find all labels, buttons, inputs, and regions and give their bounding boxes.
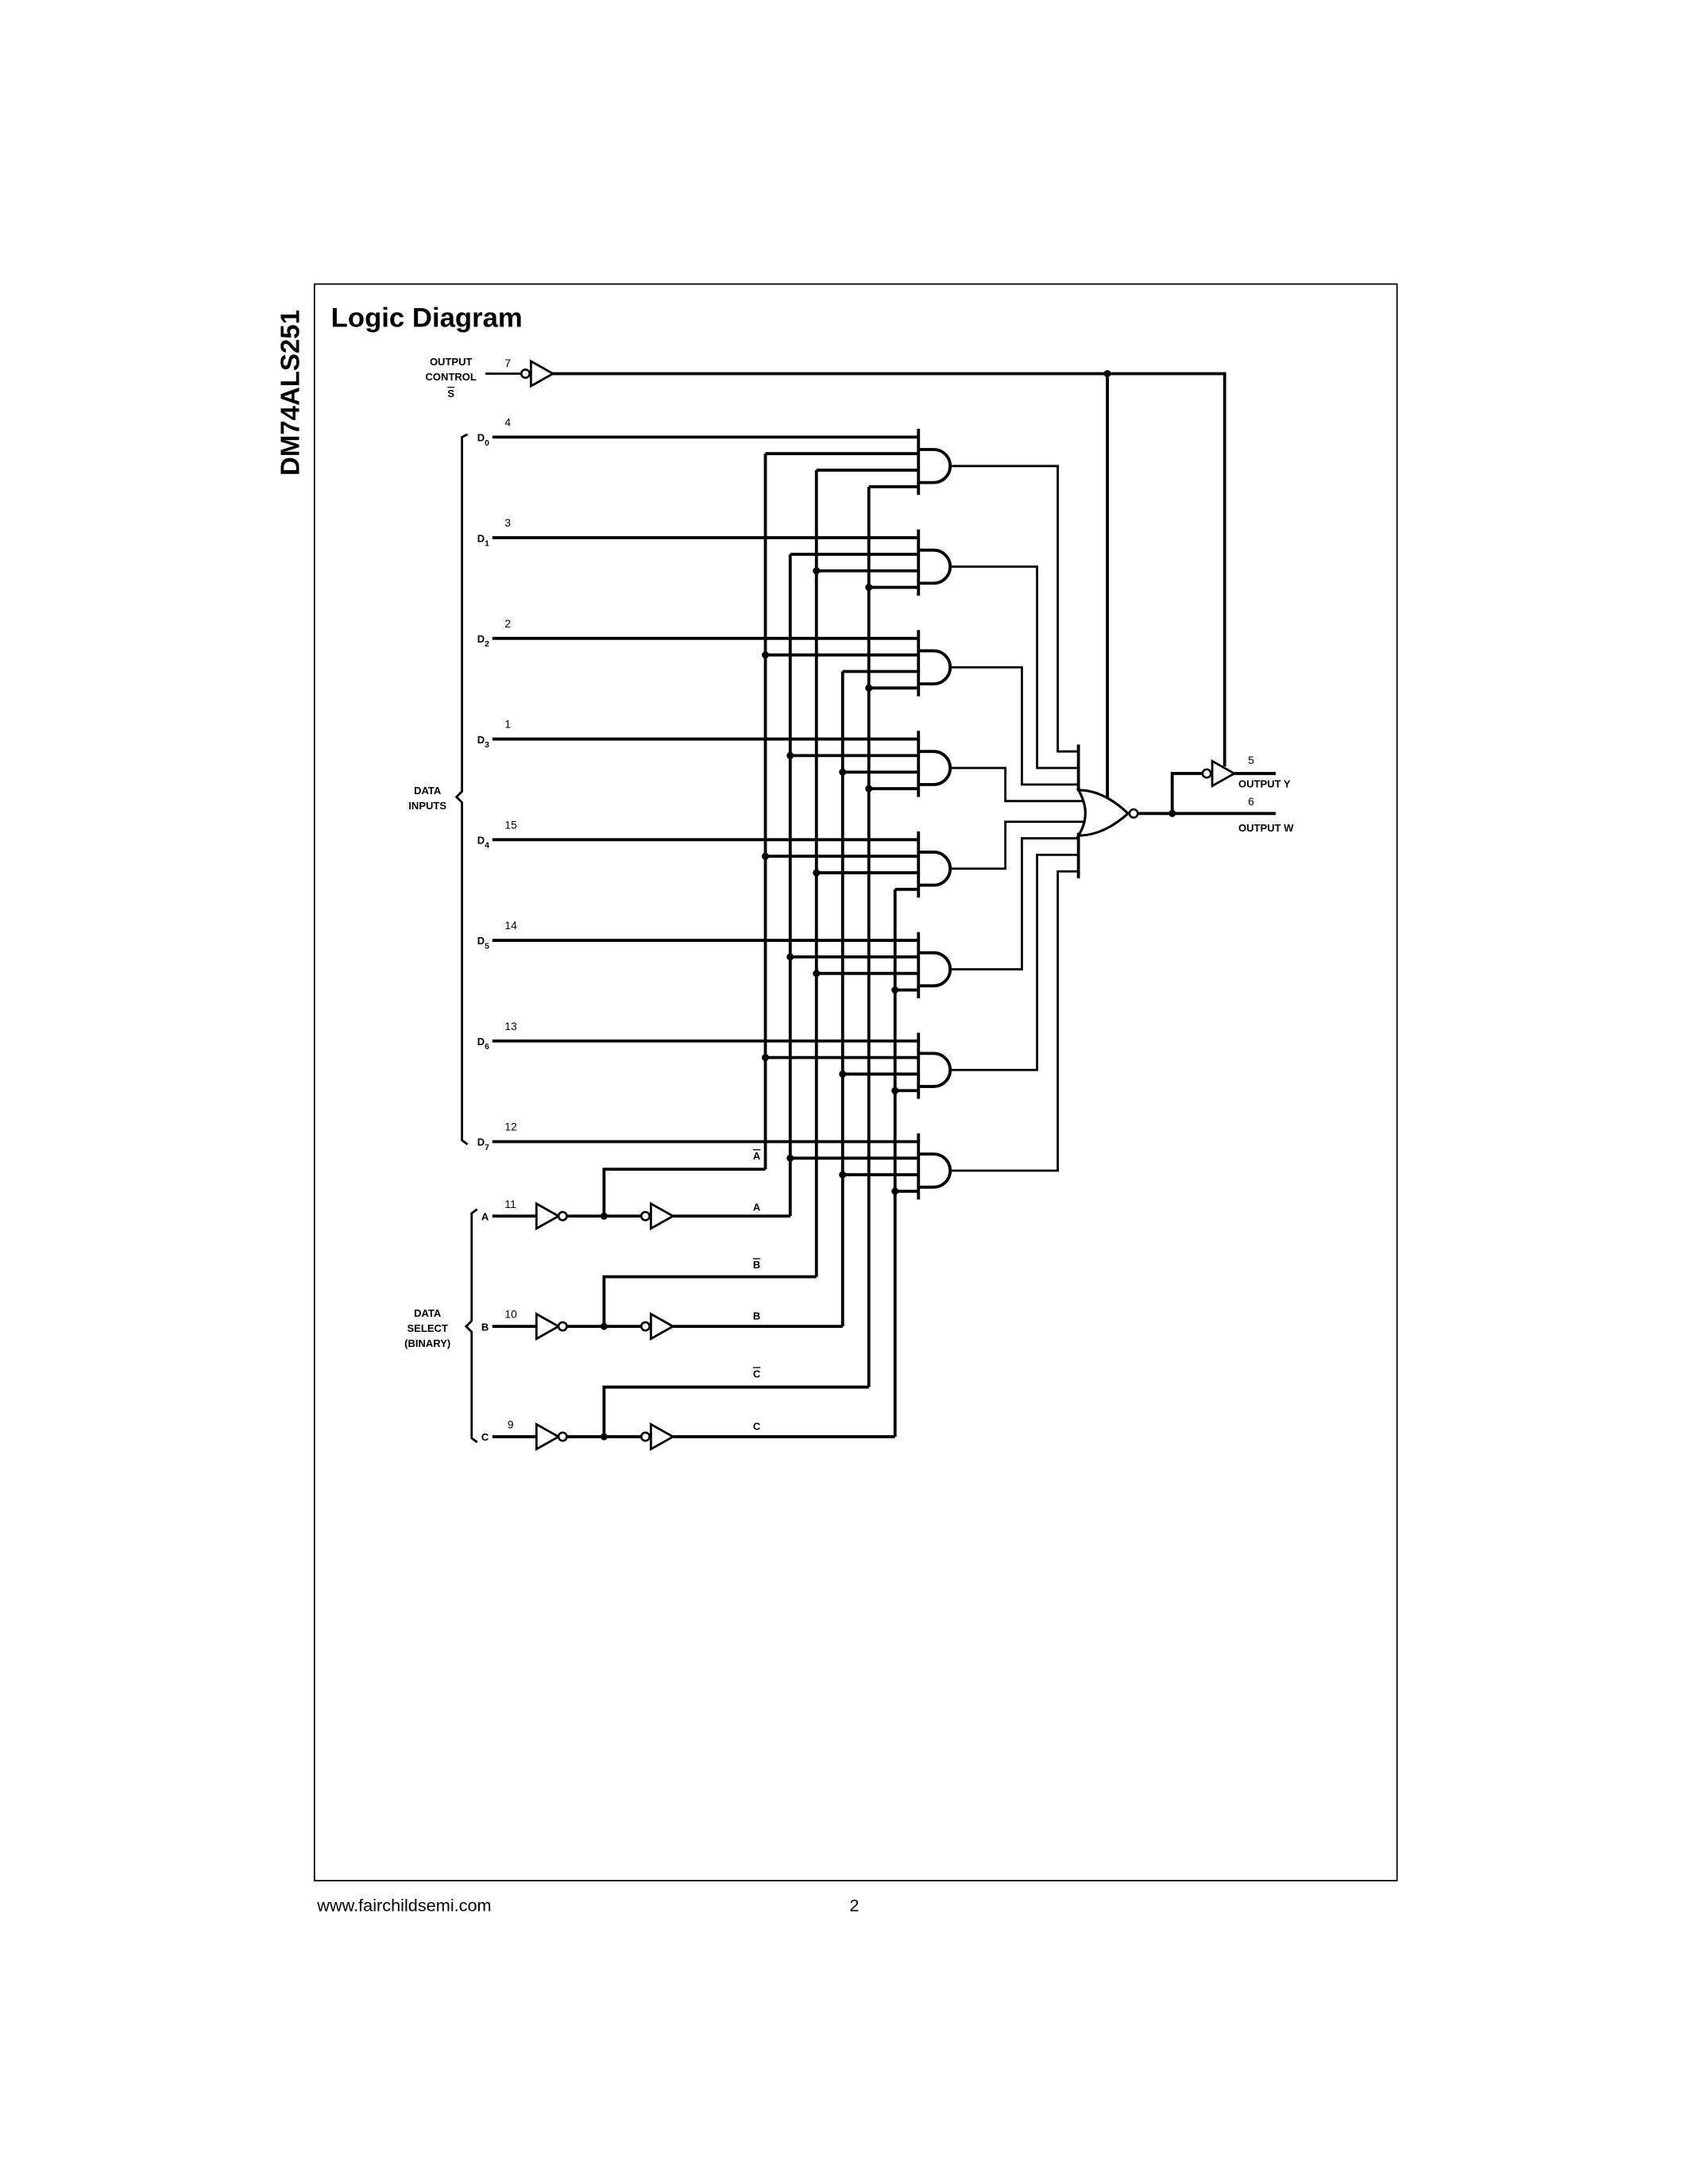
data-select-label-1: DATA — [414, 1307, 442, 1319]
and-output-4 — [950, 820, 1090, 870]
and-output-1 — [950, 565, 1079, 770]
select-a-name: A — [481, 1210, 489, 1222]
inversion-bubble — [1201, 768, 1212, 779]
signal-c-label: C — [753, 1420, 761, 1432]
output-control-label-2: CONTROL — [426, 371, 477, 383]
pin-5: 5 — [1248, 754, 1254, 766]
output-y-feed — [1170, 772, 1203, 814]
data-input-label-d7: D7 — [477, 1136, 489, 1152]
buffer-A — [650, 1202, 676, 1231]
buffer-C — [650, 1422, 676, 1452]
and-gate-2 — [918, 649, 952, 686]
and-gate-1 — [918, 548, 952, 585]
pin-11: 11 — [504, 1198, 516, 1210]
junction-dot — [1103, 369, 1111, 377]
section-title: Logic Diagram — [331, 303, 523, 333]
and-gate-3 — [918, 750, 952, 786]
buffer-B — [650, 1312, 676, 1341]
inversion-bubble — [557, 1431, 568, 1442]
and-output-0 — [950, 465, 1079, 753]
data-input-label-d5: D5 — [477, 935, 489, 951]
and-output-5 — [950, 837, 1079, 970]
nor-gate — [1076, 789, 1130, 837]
pin-14: 14 — [504, 919, 517, 932]
pin-1: 1 — [504, 718, 511, 731]
data-input-label-d6: D6 — [477, 1036, 489, 1051]
data-inputs-label-1: DATA — [414, 785, 442, 797]
data-input-label-d4: D4 — [477, 834, 489, 850]
output-control-label-1: OUTPUT — [430, 356, 473, 368]
inversion-bubble — [557, 1321, 568, 1332]
and-gate-6 — [918, 1051, 952, 1088]
diagram-frame — [313, 283, 1398, 1881]
select-line-C-bar — [602, 1385, 869, 1437]
select-line-B-bar — [602, 1275, 817, 1327]
select-c-name: C — [481, 1431, 489, 1443]
select-b-name: B — [481, 1321, 489, 1333]
pin-10: 10 — [504, 1308, 517, 1321]
data-select-label-2: SELECT — [408, 1322, 448, 1334]
inverter-C — [535, 1422, 561, 1452]
and-gate-0 — [918, 448, 952, 484]
pin-9: 9 — [508, 1418, 514, 1431]
data-input-label-d0: D0 — [477, 432, 489, 448]
page-number: 2 — [849, 1895, 859, 1915]
pin-13: 13 — [504, 1020, 517, 1032]
data-select-label-3: (BINARY) — [404, 1337, 450, 1349]
signal-c-bar-label: C — [753, 1368, 761, 1379]
signal-a-label: A — [753, 1201, 761, 1213]
inversion-bubble — [1128, 808, 1139, 819]
output-control-signal: S — [447, 388, 454, 399]
and-gate-7 — [918, 1152, 952, 1189]
footer-url[interactable]: www.fairchildsemi.com — [316, 1895, 491, 1915]
and-gate-5 — [918, 951, 952, 988]
data-inputs-bracket — [454, 433, 469, 1146]
pin-3: 3 — [504, 516, 511, 529]
pin-6: 6 — [1248, 795, 1254, 808]
inversion-bubble — [639, 1210, 651, 1221]
data-select-bracket — [464, 1208, 478, 1444]
output-y-buffer — [1211, 758, 1237, 788]
pin-2: 2 — [504, 617, 511, 630]
inversion-bubble — [639, 1431, 651, 1442]
data-input-label-d1: D1 — [477, 532, 489, 548]
side-part-number: DM74ALS251 — [276, 310, 305, 476]
output-w-label: OUTPUT W — [1238, 822, 1294, 834]
output-control-buffer — [530, 359, 556, 388]
signal-b-label: B — [753, 1310, 760, 1322]
pin-7: 7 — [504, 357, 511, 369]
and-output-2 — [950, 666, 1079, 786]
inverter-B — [535, 1312, 561, 1341]
and-output-7 — [950, 870, 1079, 1172]
inversion-bubble — [639, 1321, 651, 1332]
and-output-3 — [950, 766, 1090, 803]
inversion-bubble — [520, 368, 531, 379]
junction-dot — [600, 1212, 608, 1220]
pin-4: 4 — [504, 415, 511, 428]
select-line-A-bar — [602, 1167, 766, 1217]
inversion-bubble — [557, 1210, 568, 1221]
data-input-label-d3: D3 — [477, 734, 489, 750]
pin-15: 15 — [504, 818, 517, 831]
enable-line-output-y — [553, 372, 1226, 767]
signal-b-bar-label: B — [753, 1259, 760, 1271]
and-output-6 — [950, 854, 1079, 1071]
and-gate-4 — [918, 851, 952, 887]
inverter-A — [535, 1202, 561, 1231]
signal-a-bar-label: A — [753, 1150, 761, 1162]
pin-12: 12 — [504, 1121, 517, 1133]
data-inputs-label-2: INPUTS — [408, 800, 446, 812]
output-y-label: OUTPUT Y — [1238, 778, 1291, 789]
data-input-label-d2: D2 — [477, 633, 489, 649]
